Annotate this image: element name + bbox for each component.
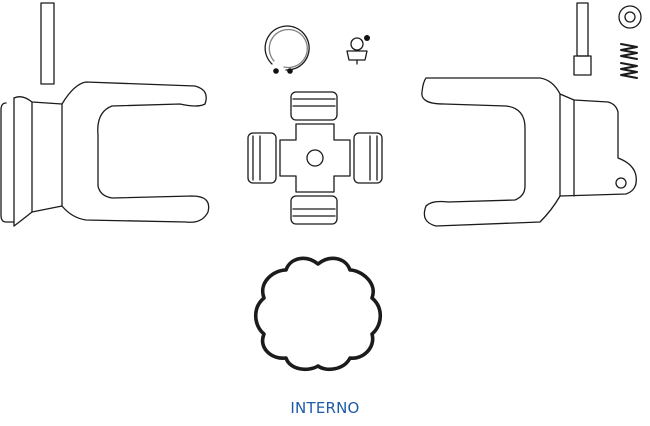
cross-journal-icon <box>247 91 383 225</box>
outer-yoke-icon <box>421 77 637 227</box>
bolt-icon <box>573 2 592 76</box>
pin-icon <box>40 2 55 85</box>
grease-nipple-icon <box>346 35 370 65</box>
spring-icon <box>620 43 638 79</box>
caption-label: INTERNO <box>290 399 360 417</box>
circlip-icon <box>264 25 310 74</box>
nut-icon <box>618 5 642 29</box>
star-profile-icon <box>253 256 383 372</box>
inner-yoke-icon <box>0 81 210 227</box>
